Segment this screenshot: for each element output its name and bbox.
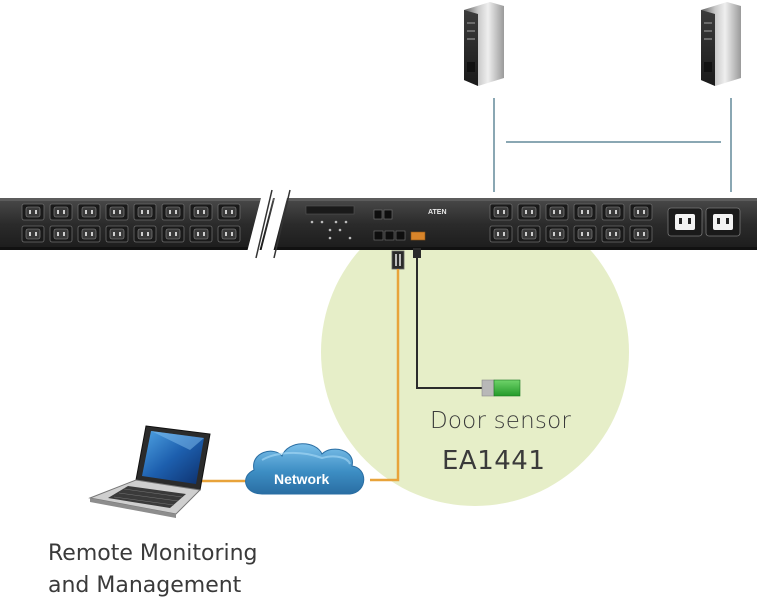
server-link-lines — [493, 98, 732, 192]
network-cable — [370, 269, 400, 482]
door-sensor-model: EA1441 — [442, 446, 546, 476]
sensor-plug — [413, 248, 421, 258]
remote-management-label: Remote Monitoring and Management — [48, 538, 258, 602]
pdu-strip — [0, 189, 757, 259]
outlet-bank-right — [489, 203, 741, 243]
network-plug — [391, 250, 405, 270]
sensor-cable — [416, 258, 482, 389]
brand-logo: ATEN — [428, 209, 447, 216]
door-sensor-icon — [481, 379, 521, 397]
cloud-icon: Network — [245, 443, 365, 495]
cloud-label: Network — [274, 471, 329, 487]
server-icon — [701, 2, 741, 86]
remote-label-line2: and Management — [48, 573, 242, 598]
server-icon — [464, 2, 504, 86]
laptop-icon — [88, 425, 211, 518]
pdu-control-panel: ATEN — [305, 205, 447, 241]
door-sensor-label: Door sensor — [430, 408, 572, 434]
remote-label-line1: Remote Monitoring — [48, 541, 258, 566]
